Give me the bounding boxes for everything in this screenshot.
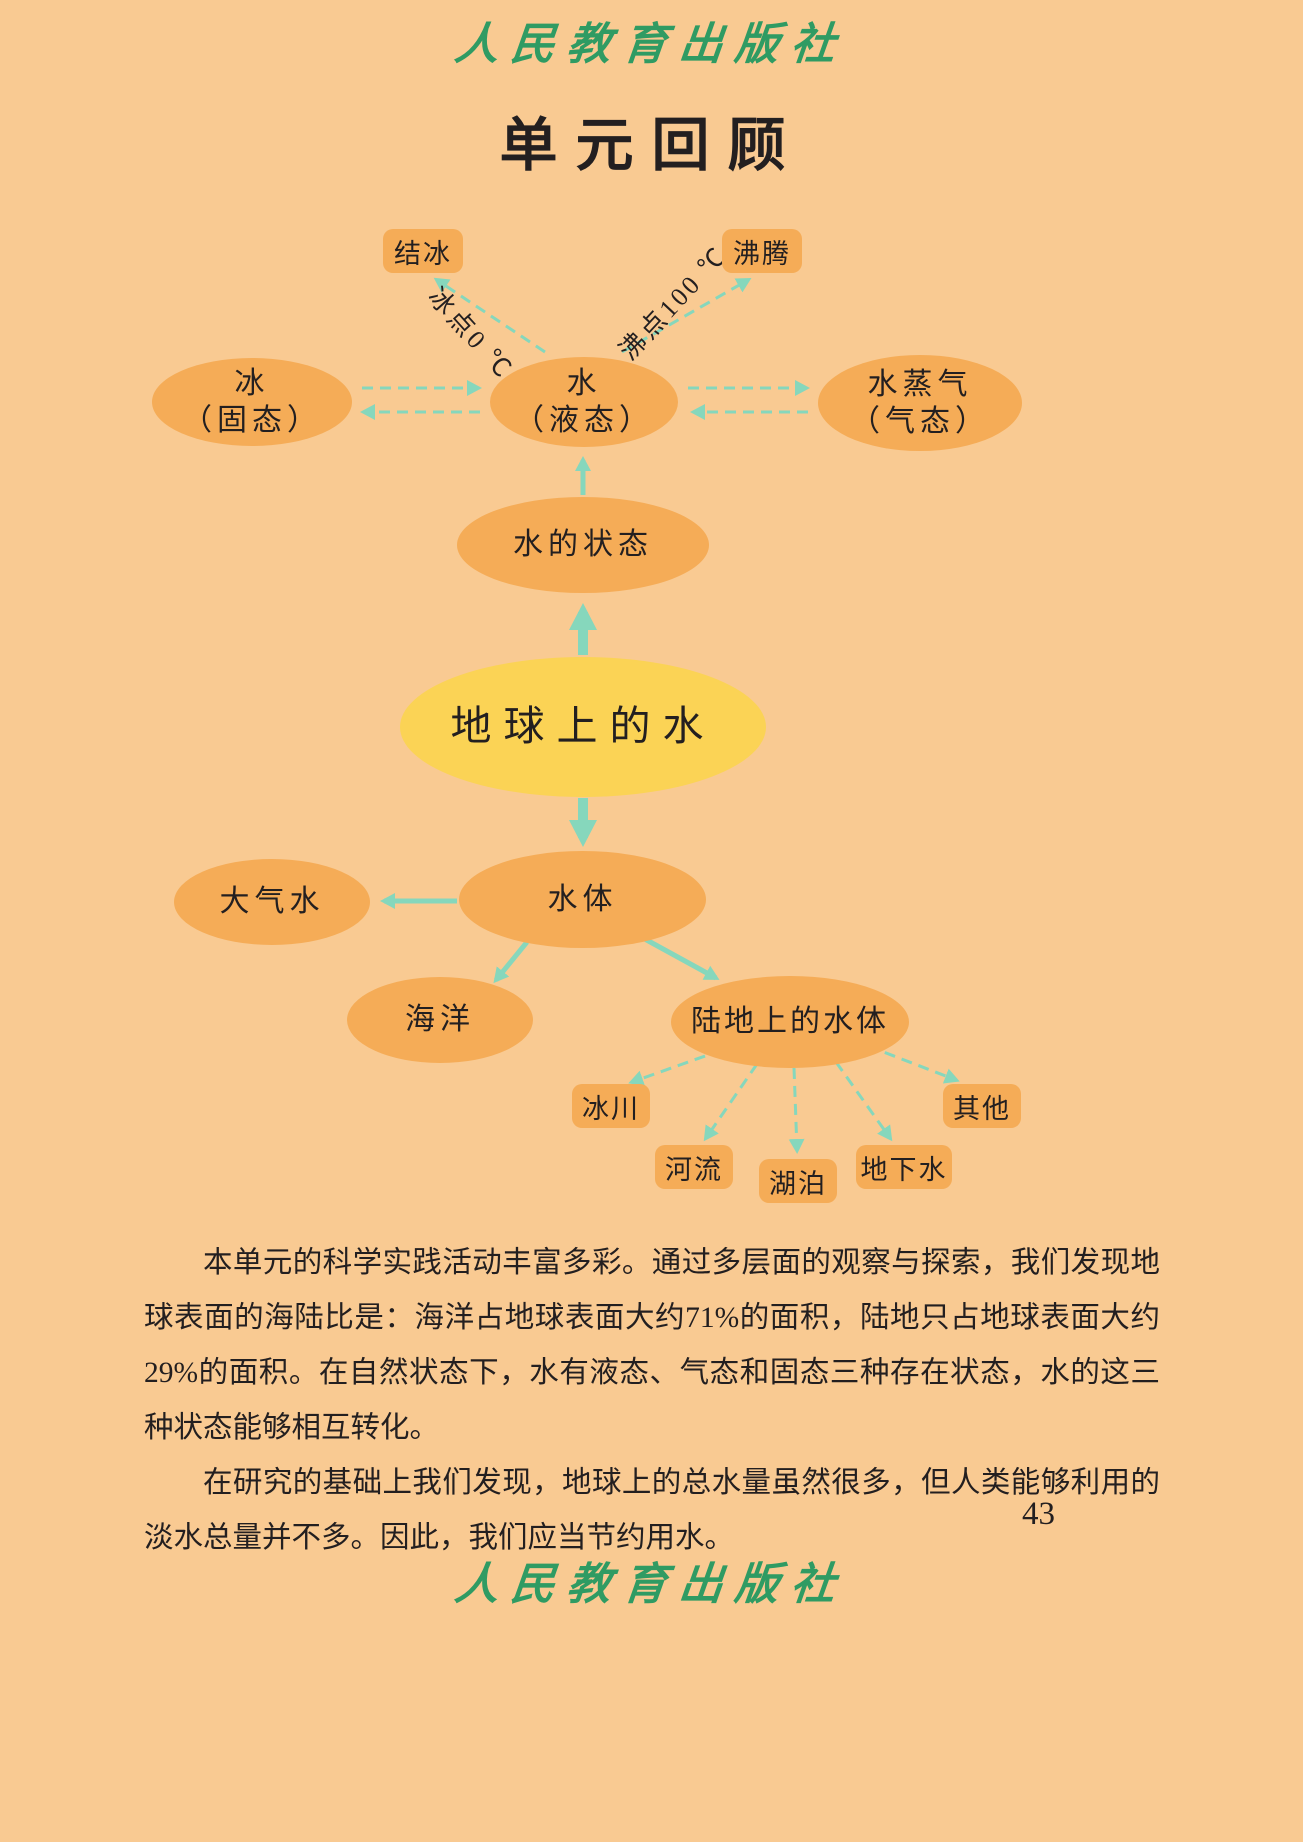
node-lake: 湖泊	[759, 1159, 837, 1203]
node-water-states: 水的状态	[457, 497, 709, 593]
node-vapor: 水蒸气 （气态）	[818, 355, 1022, 451]
arrow-land-to-river	[703, 1063, 759, 1142]
publisher-logo-bottom: 人民教育出版社	[452, 1560, 850, 1609]
paragraph-1: 本单元的科学实践活动丰富多彩。通过多层面的观察与探索，我们发现地球表面的海陆比是…	[144, 1247, 1160, 1444]
summary-text: 本单元的科学实践活动丰富多彩。通过多层面的观察与探索，我们发现地球表面的海陆比是…	[144, 1236, 1160, 1566]
node-freezing: 结冰	[383, 229, 463, 273]
node-vapor-subtitle: （气态）	[850, 405, 990, 438]
paragraph-2: 在研究的基础上我们发现，地球上的总水量虽然很多，但人类能够利用的淡水总量并不多。…	[144, 1467, 1160, 1554]
node-groundwater-label: 地下水	[860, 1154, 948, 1185]
node-earth-water: 地球上的水	[400, 657, 766, 797]
page-number: 43	[1022, 1496, 1055, 1532]
node-land-water-bodies-label: 陆地上的水体	[691, 1005, 889, 1039]
node-freezing-label: 结冰	[394, 238, 452, 269]
node-atmospheric-water: 大气水	[174, 859, 370, 945]
node-ocean: 海洋	[347, 977, 533, 1063]
node-earth-water-label: 地球上的水	[450, 703, 716, 750]
node-vapor-title: 水蒸气	[867, 367, 973, 401]
node-water-states-label: 水的状态	[513, 528, 653, 562]
node-atmospheric-water-label: 大气水	[219, 885, 325, 919]
edge-label-freezing-point: 冰点0 ℃	[421, 282, 519, 386]
node-lake-label: 湖泊	[769, 1168, 827, 1199]
arrow-land-to-lake	[788, 1067, 805, 1154]
node-boiling: 沸腾	[722, 229, 802, 273]
node-ice: 冰 （固态）	[152, 358, 352, 446]
node-glacier-label: 冰川	[582, 1093, 640, 1124]
node-boiling-label: 沸腾	[733, 238, 791, 269]
node-ice-title: 冰	[234, 366, 270, 400]
node-river-label: 河流	[665, 1154, 723, 1185]
node-water: 水 （液态）	[490, 357, 678, 447]
node-glacier: 冰川	[572, 1084, 650, 1128]
node-water-bodies: 水体	[459, 851, 706, 948]
node-other: 其他	[943, 1084, 1021, 1128]
node-water-subtitle: （液态）	[514, 404, 654, 437]
node-river: 河流	[655, 1145, 733, 1189]
node-ice-subtitle: （固态）	[182, 404, 322, 437]
node-groundwater: 地下水	[856, 1145, 952, 1189]
node-land-water-bodies: 陆地上的水体	[671, 976, 909, 1068]
arrow-land-to-groundwater	[834, 1061, 893, 1142]
node-water-title: 水	[566, 366, 602, 400]
node-water-bodies-label: 水体	[547, 882, 618, 916]
arrow-bodies-to-ocean	[493, 940, 529, 984]
page-title: 单元回顾	[499, 113, 804, 178]
node-other-label: 其他	[953, 1093, 1011, 1124]
publisher-logo-top: 人民教育出版社	[452, 20, 850, 69]
edge-label-boiling-point: 沸点100 ℃	[613, 240, 734, 366]
node-ocean-label: 海洋	[405, 1003, 475, 1037]
arrow-bodies-to-land	[641, 935, 720, 981]
